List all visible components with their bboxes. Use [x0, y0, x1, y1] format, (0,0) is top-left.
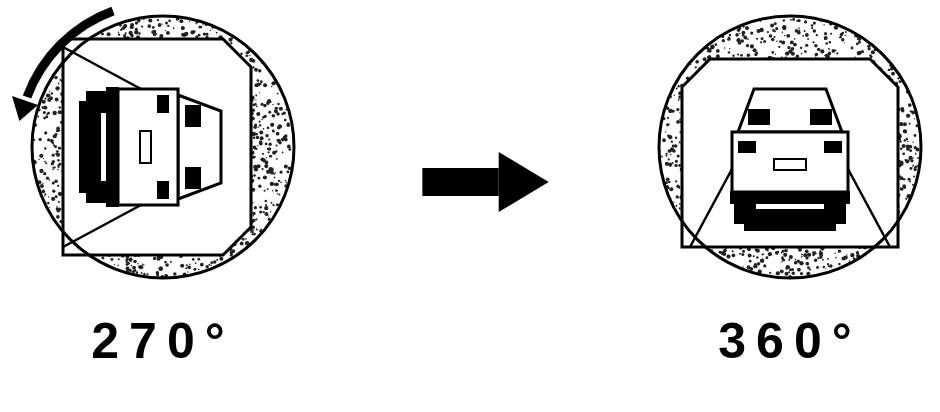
- tunnel-view-circle: 270°: [30, 14, 296, 373]
- tunnel-illustration: [30, 14, 296, 280]
- tunnel-rim: [32, 16, 294, 278]
- tunnel-ground: [659, 16, 921, 278]
- tunnel-opening: [63, 39, 251, 255]
- tunnel-opening: [682, 59, 898, 247]
- tunnel-illustration: [657, 14, 923, 280]
- block-arrow: [422, 152, 548, 212]
- car-rear: [79, 87, 221, 207]
- arrow-shaft: [422, 168, 498, 196]
- tunnel-ground: [32, 16, 294, 278]
- tunnel-view-circle: 360°: [657, 14, 923, 373]
- tunnel-view: [63, 39, 251, 255]
- tunnel-rim: [659, 16, 921, 278]
- car-rear: [730, 89, 850, 231]
- arrow-head: [499, 152, 549, 212]
- angle-label: 270°: [30, 314, 296, 369]
- rotation-arrow: [12, 11, 113, 121]
- angle-label: 360°: [657, 314, 923, 369]
- tunnel-view: [682, 59, 898, 247]
- concrete-stipple: [661, 18, 920, 278]
